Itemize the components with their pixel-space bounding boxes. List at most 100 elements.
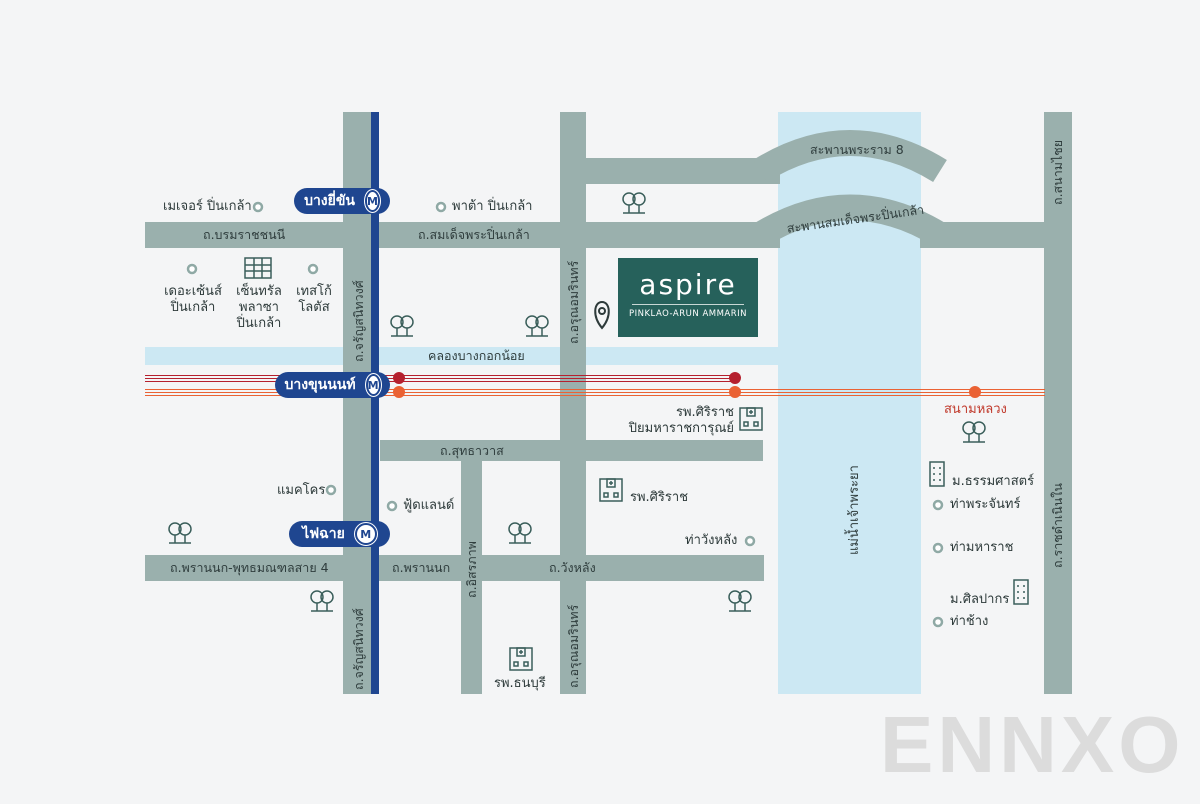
road-label-charan-sanitwong-south: ถ.จรัญสนิทวงศ์ (351, 608, 366, 690)
road-borommaratchachonnani (145, 222, 360, 248)
mrt-icon: M (354, 523, 377, 545)
place-label-makro: แมคโคร (277, 483, 326, 498)
place-label-tha-maharaj: ท่ามหาราช (950, 540, 1014, 555)
road-label-phran-nok: ถ.พรานนก (392, 560, 451, 575)
tree-icon (622, 192, 646, 214)
place-label-major-pinklao: เมเจอร์ ปิ่นเกล้า (163, 199, 252, 214)
university-building-icon (929, 461, 945, 487)
bridge-label-rama8: สะพานพระราม 8 (810, 142, 904, 157)
place-label-line: เดอะเซ้นส์ (164, 284, 222, 299)
logo-subtitle: PINKLAO-ARUN AMMARIN (628, 309, 748, 319)
tree-icon (390, 315, 414, 337)
river-label-chao-phraya: แม่น้ำเจ้าพระยา (847, 465, 862, 555)
place-label-siriraj-hospital: รพ.ศิริราช (630, 490, 689, 505)
road-sanam-chai (1044, 112, 1072, 694)
place-dot (186, 263, 198, 275)
station-label: บางยี่ขัน (304, 193, 355, 209)
mrt-icon: M (365, 374, 381, 396)
tree-icon (508, 522, 532, 544)
location-pin-icon (594, 300, 610, 330)
place-label-the-sense: เดอะเซ้นส์ ปิ่นเกล้า (163, 284, 223, 316)
place-label-line: เซ็นทรัล (236, 284, 282, 299)
place-dot (932, 542, 944, 554)
place-dot (744, 535, 756, 547)
road-label-wang-lang: ถ.วังหลัง (549, 560, 596, 575)
tree-icon (310, 590, 334, 612)
place-dot (932, 616, 944, 628)
hospital-icon (599, 478, 623, 502)
place-label-sanam-luang: สนามหลวง (944, 402, 1007, 417)
mrt-blue-line (371, 112, 379, 694)
road-label-phran-nok-phutthamonthon: ถ.พรานนก-พุทธมณฑลสาย 4 (170, 560, 329, 575)
orange-line (145, 389, 1045, 396)
khlong-label: คลองบางกอกน้อย (428, 348, 525, 363)
place-label-siriraj-piyamaharajkarun: รพ.ศิริราช ปิยมหาราชการุณย์ (620, 405, 734, 437)
place-label-tha-chang: ท่าช้าง (950, 614, 989, 629)
tree-icon (728, 590, 752, 612)
rama8-bridge (753, 130, 947, 183)
place-label-silpakorn: ม.ศิลปากร (950, 592, 1010, 607)
tree-icon (962, 421, 986, 443)
road-label-itsaraphap: ถ.อิสรภาพ (464, 541, 479, 598)
station-fai-chai: ไฟฉาย M (289, 521, 390, 547)
road-label-somdet-phra-pinklao: ถ.สมเด็จพระปิ่นเกล้า (418, 227, 530, 242)
station-label: ไฟฉาย (302, 526, 345, 542)
road-arun-ammarin (560, 112, 586, 694)
logo-wordmark: aspire (639, 268, 737, 301)
road-label-charan-sanitwong-north: ถ.จรัญสนิทวงศ์ (351, 280, 366, 362)
place-label-line: เทสโก้ (296, 284, 332, 299)
place-dot (932, 499, 944, 511)
place-dot (435, 201, 447, 213)
road-label-arun-ammarin-north: ถ.อรุณอมรินทร์ (566, 260, 581, 344)
orange-line-station-dot (969, 386, 981, 398)
orange-line-station-dot (729, 386, 741, 398)
place-dot (252, 201, 264, 213)
project-logo: aspire PINKLAO-ARUN AMMARIN (618, 258, 758, 337)
red-line (145, 375, 738, 382)
station-label: บางขุนนนท์ (284, 377, 356, 393)
road-label-sutthawat: ถ.สุทธาวาส (440, 443, 504, 458)
place-label-line: ปิ่นเกล้า (236, 316, 282, 331)
place-label-line: รพ.ศิริราช (675, 405, 734, 420)
station-bang-khun-non: บางขุนนนท์ M (275, 372, 390, 398)
place-label-line: โลตัส (298, 300, 330, 315)
road-rama8-approach-west (560, 158, 780, 184)
hospital-icon (509, 647, 533, 671)
place-label-line: ปิ่นเกล้า (170, 300, 216, 315)
university-building-icon (1013, 579, 1029, 605)
khlong-bangkok-noi (145, 347, 778, 365)
watermark: ENNXO (880, 700, 1185, 789)
place-dot (325, 484, 337, 496)
orange-line-station-dot (393, 386, 405, 398)
place-label-tha-phra-chan: ท่าพระจันทร์ (950, 497, 1021, 512)
place-label-thonburi-hospital: รพ.ธนบุรี (494, 676, 546, 691)
road-label-arun-ammarin-south: ถ.อรุณอมรินทร์ (566, 604, 581, 688)
red-line-station-dot (393, 372, 405, 384)
place-label-pata-pinklao: พาต้า ปิ่นเกล้า (452, 199, 533, 214)
mall-icon (244, 257, 272, 279)
logo-divider (632, 304, 744, 305)
tree-icon (168, 522, 192, 544)
red-line-station-dot (729, 372, 741, 384)
hospital-icon (739, 407, 763, 431)
place-label-central-plaza: เซ็นทรัล พลาซา ปิ่นเกล้า (230, 284, 288, 332)
station-bang-yi-khan: บางยี่ขัน M (294, 188, 390, 214)
place-label-line: พลาซา (239, 300, 279, 315)
place-label-foodland: ฟู้ดแลนด์ (403, 498, 455, 513)
road-label-ratchadamnoen-nai: ถ.ราชดำเนินใน (1050, 483, 1065, 568)
road-label-sanam-chai: ถ.สนามไชย (1050, 139, 1065, 205)
road-itsaraphap (461, 461, 482, 694)
road-label-borommaratchachonnani: ถ.บรมราชชนนี (203, 227, 286, 242)
place-label-line: ปิยมหาราชการุณย์ (628, 421, 734, 436)
place-dot (307, 263, 319, 275)
mrt-icon: M (365, 190, 380, 212)
place-label-lotus: เทสโก้ โลตัส (294, 284, 334, 316)
tree-icon (525, 315, 549, 337)
pinklao-bridge (753, 194, 947, 247)
place-label-thammasat: ม.ธรรมศาสตร์ (952, 474, 1035, 489)
place-label-tha-wang-lang: ท่าวังหลัง (685, 533, 738, 548)
road-phran-nok (145, 555, 764, 581)
place-dot (386, 500, 398, 512)
